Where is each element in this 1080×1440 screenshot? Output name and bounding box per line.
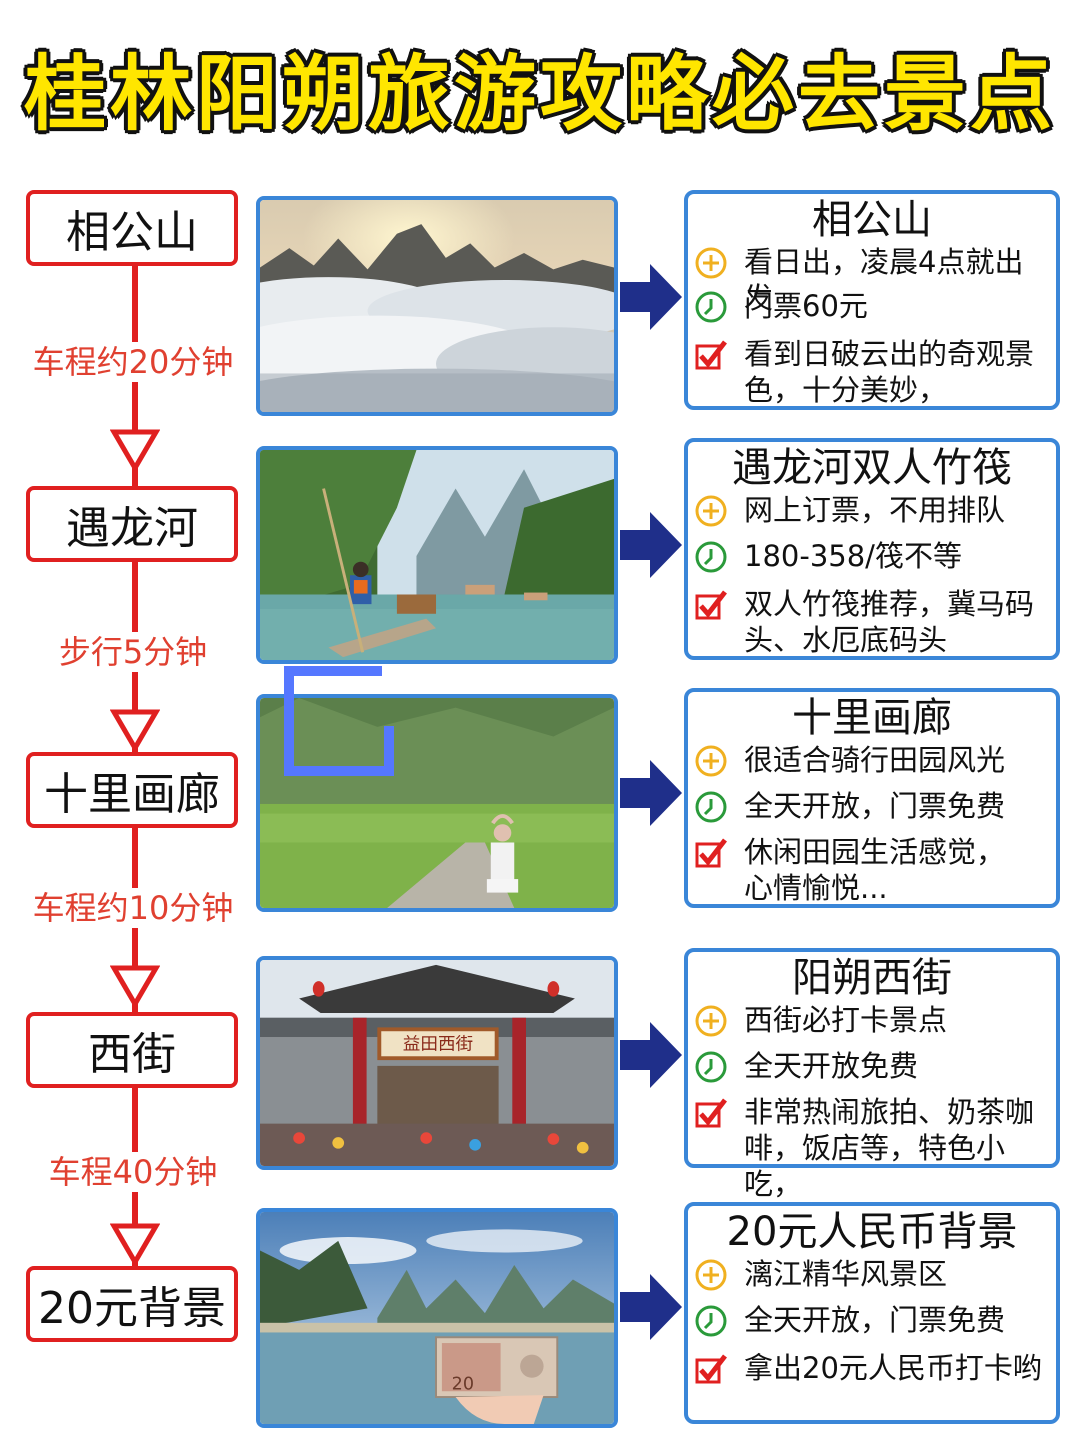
step-xijie: 西街 <box>26 1012 238 1088</box>
card-tip: 西街必打卡景点 <box>744 1003 948 1037</box>
card-note: 看到日破云出的奇观景色，十分美妙， <box>744 337 1035 407</box>
plus-circle-icon <box>695 495 727 527</box>
right-arrow-icon <box>620 760 682 826</box>
down-arrow-icon <box>110 1223 160 1266</box>
card-time: 门票60元 <box>744 289 868 323</box>
card-title: 阳朔西街 <box>792 955 952 1001</box>
step-label: 相公山 <box>66 207 198 258</box>
banknote-value: 20 <box>452 1374 474 1394</box>
card-note: 拿出20元人民币打卡哟 <box>744 1351 1042 1385</box>
plus-circle-icon <box>695 247 727 279</box>
card-note: 休闲田园生活感觉，心情愉悦... <box>744 835 1006 905</box>
card-title: 相公山 <box>812 197 932 243</box>
plus-circle-icon <box>695 1005 727 1037</box>
down-arrow-icon <box>110 429 160 472</box>
card-time: 全天开放免费 <box>744 1049 919 1083</box>
checkbox-checked-icon <box>695 590 727 620</box>
right-arrow-icon <box>620 512 682 578</box>
photo-shilihualang <box>256 694 618 912</box>
info-card-yulonghe: 遇龙河双人竹筏 网上订票，不用排队 180-358/筏不等 双人竹筏推荐，冀马码… <box>684 438 1060 660</box>
down-arrow-icon <box>110 709 160 752</box>
card-time: 全天开放，门票免费 <box>744 1303 1006 1337</box>
clock-icon <box>695 1305 727 1337</box>
step-20yuan: 20元背景 <box>26 1266 238 1342</box>
travel-time-4: 车程40分钟 <box>8 1152 258 1192</box>
info-card-shilihualang: 十里画廊 很适合骑行田园风光 全天开放，门票免费 休闲田园生活感觉，心情愉悦..… <box>684 688 1060 908</box>
decorative-bracket <box>284 726 394 776</box>
photo-20yuan: 20 <box>256 1208 618 1428</box>
step-shilihualang: 十里画廊 <box>26 752 238 828</box>
photo-xianggongshan <box>256 196 618 416</box>
travel-time-1: 车程约20分钟 <box>8 342 258 382</box>
plus-circle-icon <box>695 1259 727 1291</box>
photo-yulonghe <box>256 446 618 664</box>
travel-time-3: 车程约10分钟 <box>8 888 258 928</box>
card-time: 180-358/筏不等 <box>744 539 962 573</box>
right-arrow-icon <box>620 264 682 330</box>
checkbox-checked-icon <box>695 1098 727 1128</box>
card-tip: 网上订票，不用排队 <box>744 493 1006 527</box>
card-tip: 很适合骑行田园风光 <box>744 743 1006 777</box>
step-label: 遇龙河 <box>66 503 198 554</box>
checkbox-checked-icon <box>695 838 727 868</box>
card-note: 非常热闹旅拍、奶茶咖啡，饭店等，特色小吃， <box>744 1095 1035 1201</box>
checkbox-checked-icon <box>695 340 727 370</box>
clock-icon <box>695 541 727 573</box>
card-title: 遇龙河双人竹筏 <box>732 445 1012 491</box>
step-label: 20元背景 <box>38 1283 226 1334</box>
card-title: 20元人民币背景 <box>726 1209 1018 1255</box>
step-label: 十里画廊 <box>44 769 220 820</box>
photo-xijie: 益田西街 <box>256 956 618 1170</box>
info-card-xianggongshan: 相公山 看日出，凌晨4点就出发 门票60元 看到日破云出的奇观景色，十分美妙， <box>684 190 1060 410</box>
gate-sign: 益田西街 <box>403 1035 473 1055</box>
card-tip: 漓江精华风景区 <box>744 1257 948 1291</box>
step-xianggongshan: 相公山 <box>26 190 238 266</box>
right-arrow-icon <box>620 1022 682 1088</box>
clock-icon <box>695 291 727 323</box>
right-arrow-icon <box>620 1274 682 1340</box>
decorative-bracket <box>284 666 382 770</box>
info-card-xijie: 阳朔西街 西街必打卡景点 全天开放免费 非常热闹旅拍、奶茶咖啡，饭店等，特色小吃… <box>684 948 1060 1201</box>
clock-icon <box>695 791 727 823</box>
card-tip: 看日出，凌晨4点就出发 <box>744 245 1024 315</box>
card-title: 十里画廊 <box>792 695 952 741</box>
card-note: 双人竹筏推荐，冀马码头、水厄底码头 <box>744 587 1035 657</box>
plus-circle-icon <box>695 745 727 777</box>
page-title: 桂林阳朔旅游攻略必去景点 <box>23 47 1056 142</box>
clock-icon <box>695 1051 727 1083</box>
info-card-20yuan: 20元人民币背景 漓江精华风景区 全天开放，门票免费 拿出20元人民币打卡哟 <box>684 1202 1060 1424</box>
step-label: 西街 <box>88 1029 176 1080</box>
down-arrow-icon <box>110 965 160 1008</box>
checkbox-checked-icon <box>695 1354 727 1384</box>
step-yulonghe: 遇龙河 <box>26 486 238 562</box>
card-time: 全天开放，门票免费 <box>744 789 1006 823</box>
travel-time-2: 步行5分钟 <box>8 632 258 672</box>
